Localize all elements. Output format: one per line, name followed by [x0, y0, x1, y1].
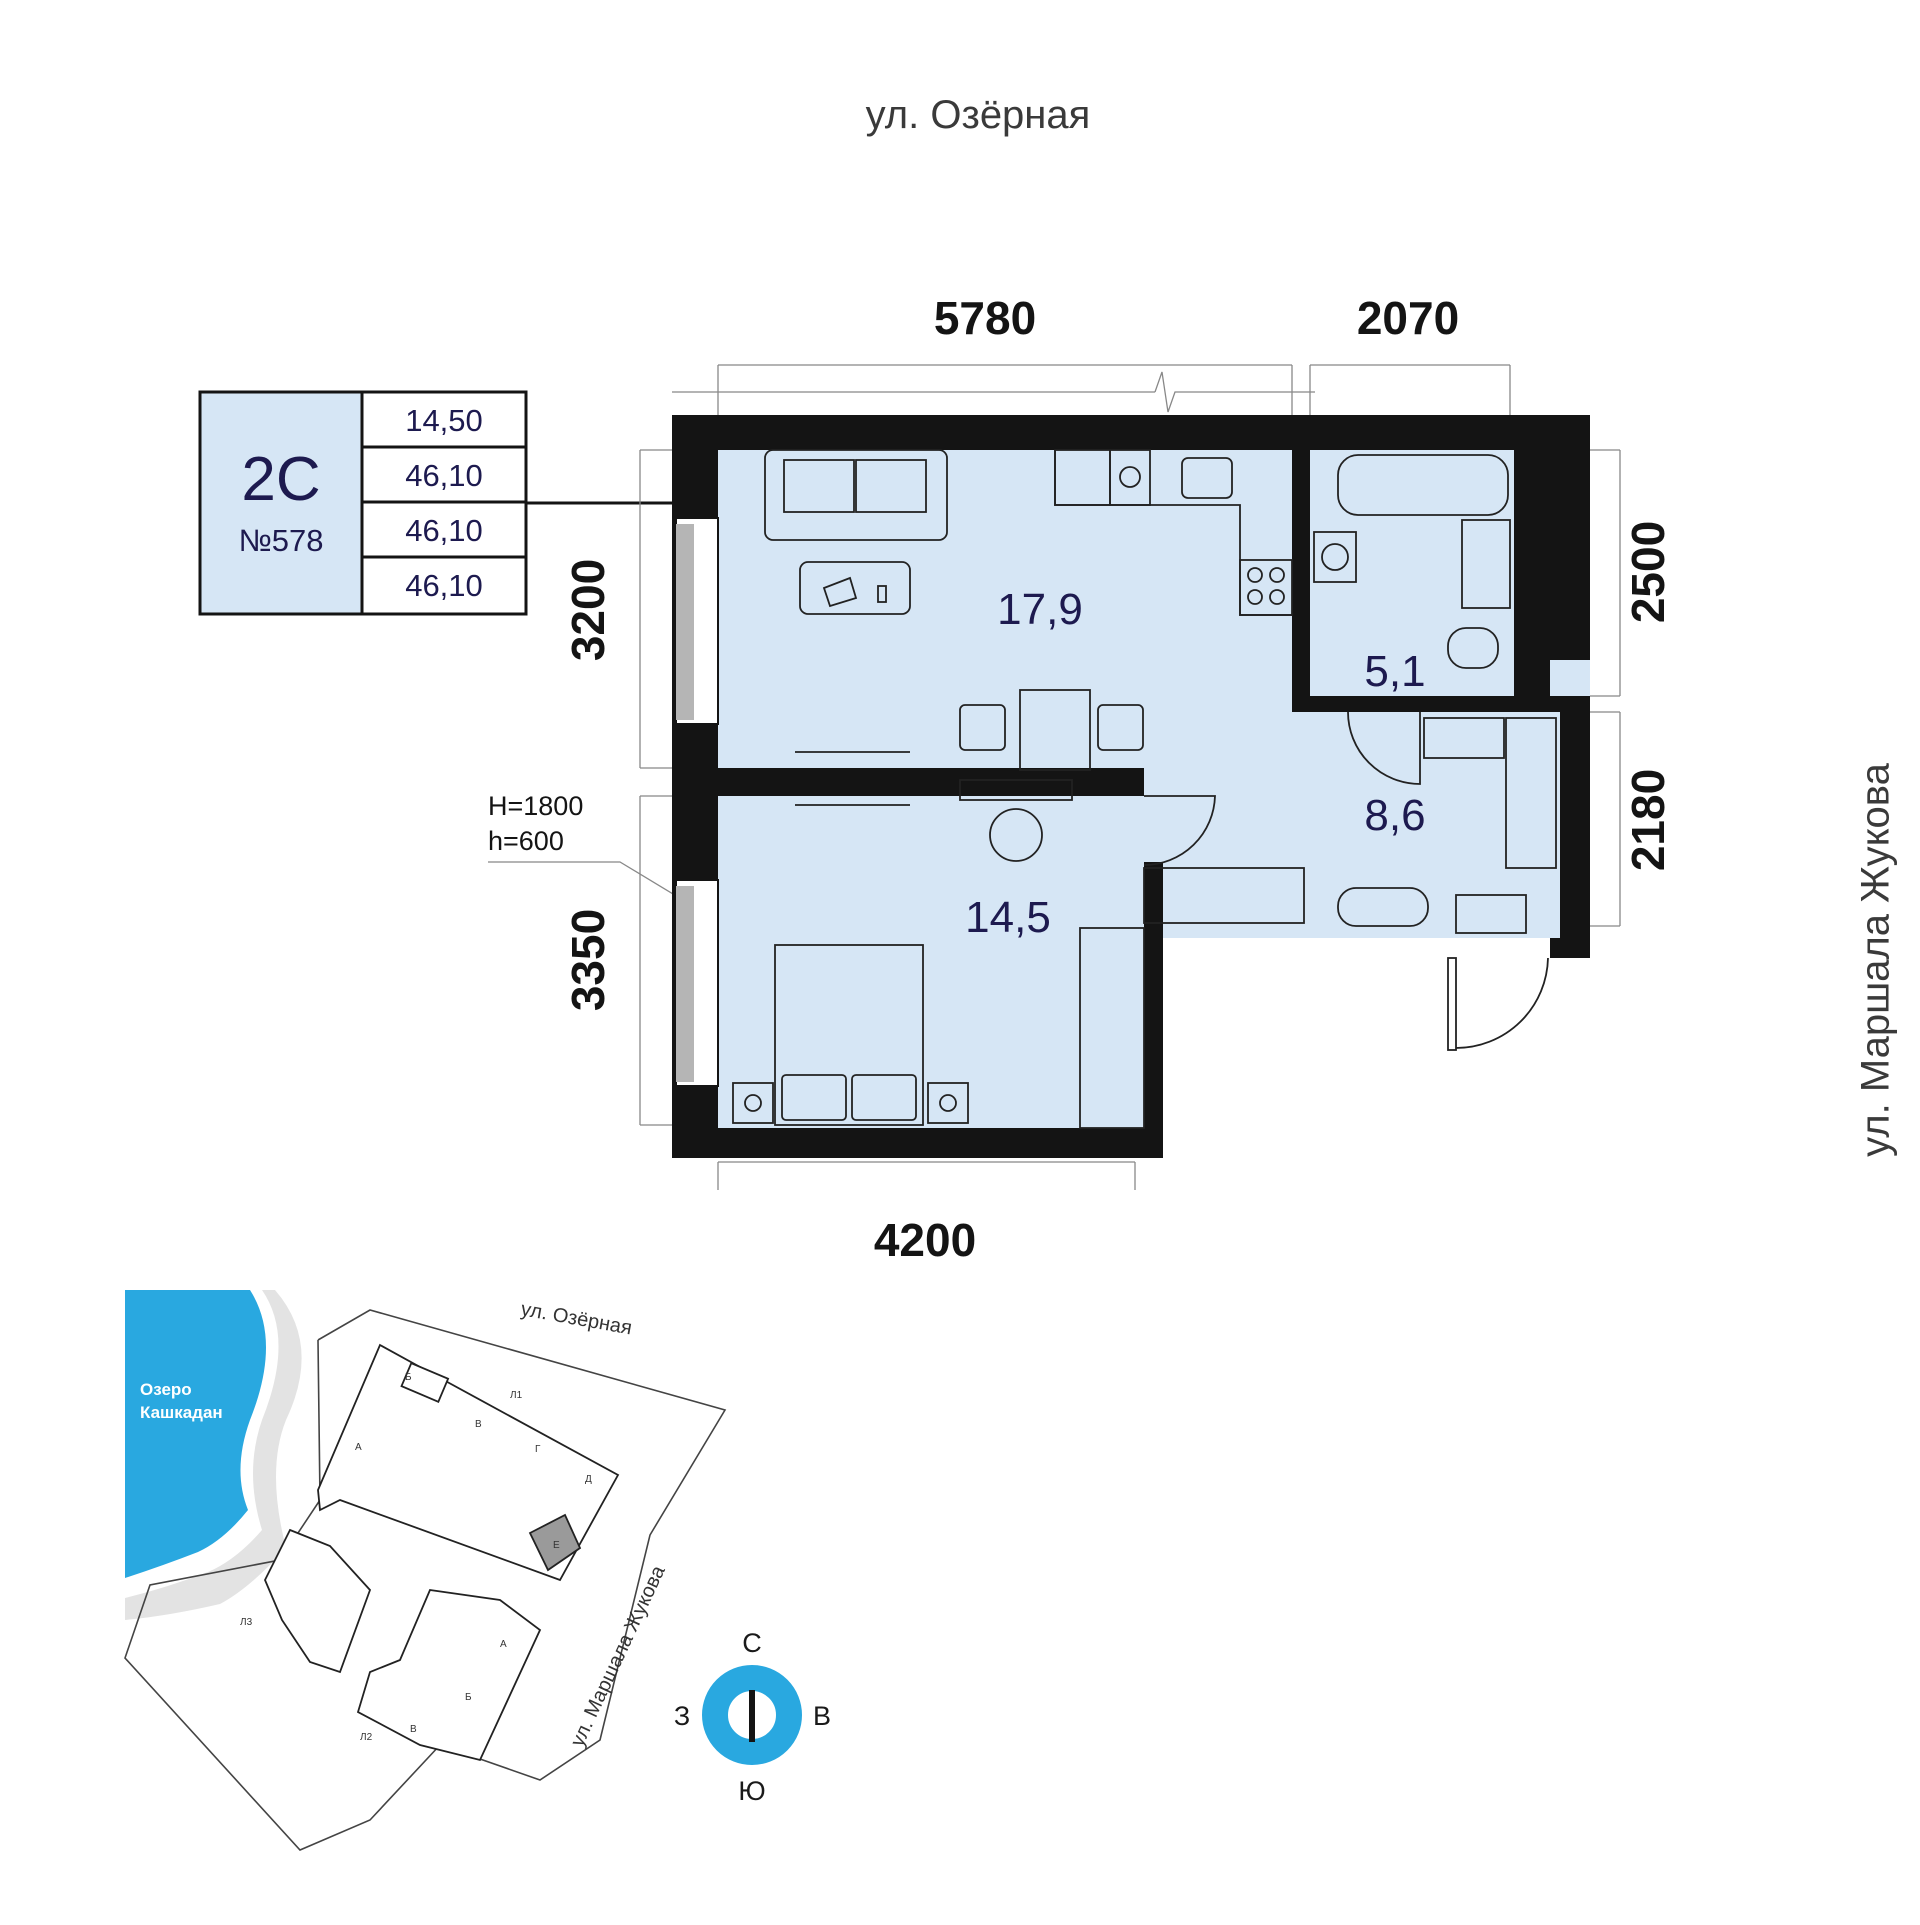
apartment-type: 2С	[241, 445, 320, 514]
apartment-tag: 2С №578 14,50 46,10 46,10 46,10	[198, 390, 781, 616]
lake-label-2: Кашкадан	[140, 1403, 223, 1422]
floor-plan	[672, 415, 1590, 1158]
apartment-area-total: 46,10	[405, 458, 483, 493]
room-area-bedroom: 14,5	[965, 893, 1051, 942]
site-building-l3: Л3	[240, 1617, 253, 1628]
wall-bathroom-bottom-left	[1292, 696, 1348, 712]
site-section-l1-b: Б	[405, 1372, 412, 1383]
street-label-top: ул. Озёрная	[866, 93, 1091, 137]
room-area-living: 17,9	[997, 585, 1083, 634]
compass: С Ю З В	[674, 1628, 831, 1806]
apartment-number: №578	[239, 523, 324, 558]
site-building-l1: Л1	[510, 1390, 523, 1401]
dimension-top-right: 2070	[1357, 292, 1459, 344]
site-section-l1-v: В	[475, 1419, 482, 1430]
compass-east: В	[813, 1701, 831, 1731]
site-street-top: ул. Озёрная	[519, 1298, 633, 1339]
dimension-right-upper: 2500	[1622, 521, 1674, 623]
dimension-right-lower: 2180	[1622, 769, 1674, 871]
dimension-left-lower: 3350	[562, 909, 614, 1011]
site-plan: Озеро Кашкадан А Б В Г Д Е Л1 Л2 Л3 А Б …	[124, 1290, 727, 1851]
street-label-right: ул. Маршала Жукова	[1854, 762, 1898, 1156]
site-section-l1-g: Г	[535, 1444, 541, 1455]
compass-ring	[702, 1665, 802, 1765]
compass-north: С	[742, 1628, 762, 1658]
window-note-sill: h=600	[488, 826, 564, 856]
furniture	[732, 449, 1557, 1129]
site-boundary	[124, 1309, 727, 1851]
wall-bedroom-right	[1144, 862, 1163, 1128]
compass-west: З	[674, 1701, 690, 1731]
room-area-hall: 8,6	[1364, 791, 1425, 840]
site-section-l2-b: Б	[465, 1692, 472, 1703]
apartment-area-living: 14,50	[405, 403, 483, 438]
site-section-l1-a: А	[355, 1442, 362, 1453]
wall-bathroom-bottom-right	[1425, 696, 1514, 712]
lake	[125, 1290, 266, 1578]
lake-label-1: Озеро	[140, 1380, 192, 1399]
wall-bathroom-right	[1514, 450, 1590, 696]
apartment-area-total-2: 46,10	[405, 513, 483, 548]
apartment-type-cell	[198, 390, 364, 616]
site-building-l2: Л2	[360, 1732, 373, 1743]
bathroom-floor	[1310, 450, 1514, 696]
wall-living-bedroom	[718, 768, 1144, 796]
dimension-left-upper: 3200	[562, 559, 614, 661]
wall-bathroom-left	[1292, 450, 1310, 712]
site-section-l1-d: Д	[585, 1474, 592, 1485]
site-street-right: ул. Маршала Жукова	[567, 1562, 671, 1751]
dimension-top-left: 5780	[934, 292, 1036, 344]
room-area-bathroom: 5,1	[1364, 647, 1425, 696]
dimension-lines	[488, 364, 1621, 1190]
compass-south: Ю	[738, 1776, 765, 1806]
window-note-height: H=1800	[488, 791, 583, 821]
site-buildings	[264, 1343, 620, 1762]
site-section-l1-e: Е	[553, 1540, 560, 1551]
apartment-area-total-3: 46,10	[405, 568, 483, 603]
entrance-opening	[1440, 938, 1550, 958]
site-section-l2-v: В	[410, 1724, 417, 1735]
dimension-bottom: 4200	[874, 1214, 976, 1266]
site-section-l2-a: А	[500, 1639, 507, 1650]
